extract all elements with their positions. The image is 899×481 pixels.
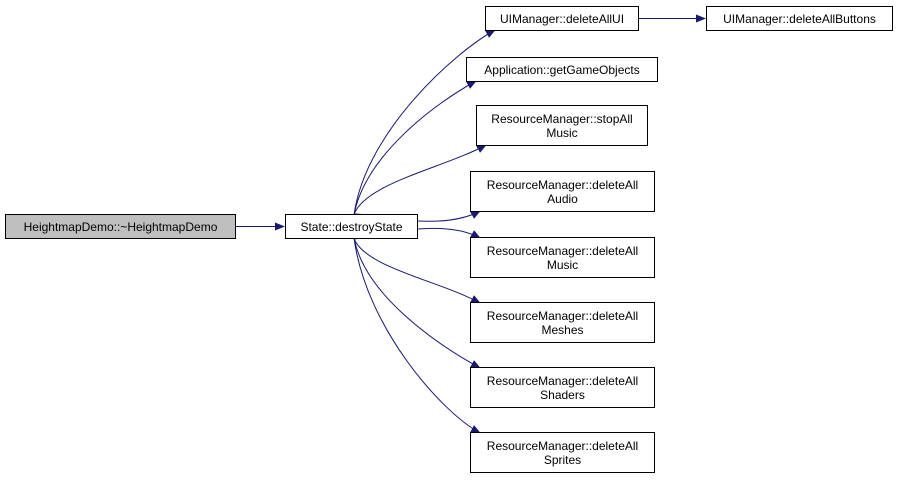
node-label-line2: Meshes bbox=[541, 322, 584, 337]
node-heightmapdemo-destructor: HeightmapDemo::~HeightmapDemo bbox=[5, 214, 236, 239]
node-label-line2: Shaders bbox=[540, 387, 585, 402]
node-label-line1: ResourceManager::deleteAll bbox=[486, 243, 639, 258]
node-label: UIManager::deleteAllUI bbox=[499, 11, 625, 26]
node-resourcemanager-deleteallshaders[interactable]: ResourceManager::deleteAll Shaders bbox=[470, 367, 655, 408]
node-resourcemanager-deleteallsprites[interactable]: ResourceManager::deleteAll Sprites bbox=[470, 432, 655, 473]
node-label-line1: ResourceManager::deleteAll bbox=[486, 308, 639, 323]
node-label-line2: Sprites bbox=[543, 452, 582, 467]
node-label-line2: Music bbox=[546, 125, 578, 140]
node-resourcemanager-deleteallmeshes[interactable]: ResourceManager::deleteAll Meshes bbox=[470, 302, 655, 343]
node-uimanager-deleteallbuttons[interactable]: UIManager::deleteAllButtons bbox=[706, 6, 893, 31]
node-label: HeightmapDemo::~HeightmapDemo bbox=[23, 219, 218, 234]
edge-state_destroy-to-rm_stop_all_music bbox=[353, 144, 487, 215]
node-label-line1: ResourceManager::deleteAll bbox=[486, 373, 639, 388]
node-label: State::destroyState bbox=[300, 219, 403, 234]
node-label-line2: Music bbox=[546, 257, 579, 272]
node-uimanager-deleteallui[interactable]: UIManager::deleteAllUI bbox=[485, 6, 639, 31]
node-label-line2: Audio bbox=[547, 191, 578, 206]
node-label-line1: ResourceManager::stopAll bbox=[491, 111, 633, 126]
node-application-getgameobjects[interactable]: Application::getGameObjects bbox=[466, 57, 658, 82]
edge-state_destroy-to-rm_delete_all_sprites bbox=[353, 238, 481, 434]
node-resourcemanager-deleteallmusic[interactable]: ResourceManager::deleteAll Music bbox=[470, 237, 655, 278]
node-label: UIManager::deleteAllButtons bbox=[723, 11, 876, 26]
node-resourcemanager-deleteallaudio[interactable]: ResourceManager::deleteAll Audio bbox=[470, 171, 655, 212]
edge-state_destroy-to-rm_delete_all_shaders bbox=[353, 238, 481, 369]
edge-state_destroy-to-ui_delete_all_ui bbox=[353, 29, 496, 215]
node-state-destroystate[interactable]: State::destroyState bbox=[285, 214, 418, 239]
node-label-line1: ResourceManager::deleteAll bbox=[486, 177, 639, 192]
edge-state_destroy-to-app_get_game_objects bbox=[353, 80, 477, 215]
node-label-line1: ResourceManager::deleteAll bbox=[486, 438, 639, 453]
node-label: Application::getGameObjects bbox=[484, 62, 640, 77]
edge-state_destroy-to-rm_delete_all_meshes bbox=[353, 238, 481, 304]
node-resourcemanager-stopallmusic[interactable]: ResourceManager::stopAll Music bbox=[476, 105, 648, 146]
